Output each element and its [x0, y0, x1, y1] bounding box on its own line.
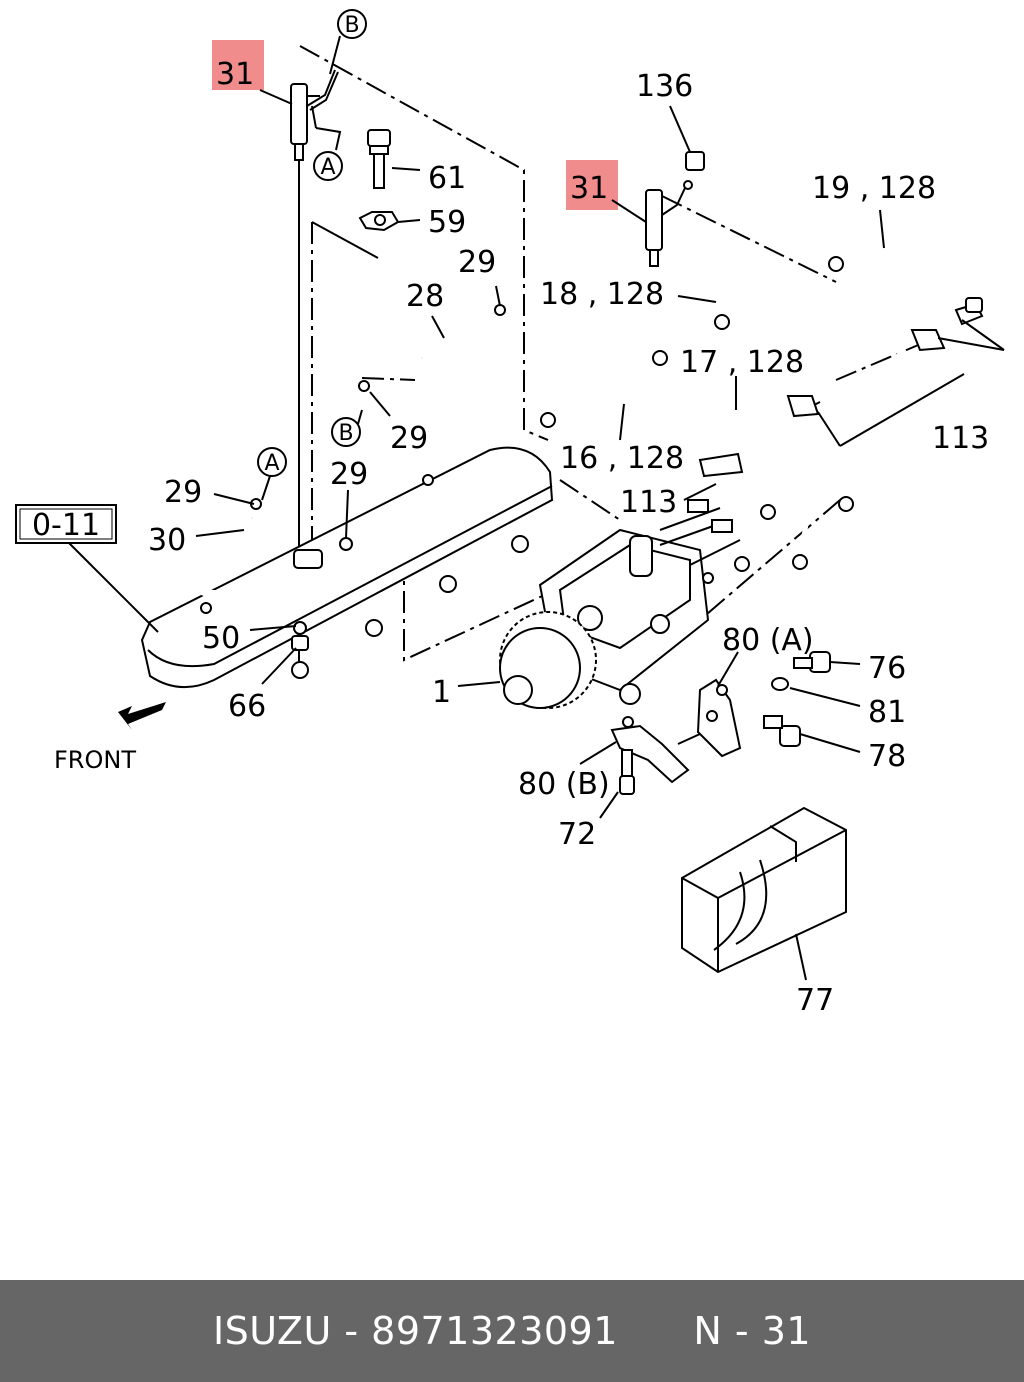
- reference-box-0-11: 0-11: [15, 504, 117, 544]
- label-81: 81: [868, 695, 906, 730]
- front-arrow-icon: [118, 702, 166, 730]
- label-72: 72: [558, 817, 596, 852]
- label-19-128: 19 , 128: [812, 171, 936, 206]
- footer-brand: ISUZU: [212, 1309, 332, 1353]
- label-28: 28: [406, 279, 444, 314]
- footer-section: N - 31: [693, 1309, 812, 1353]
- label-113-mid: 113: [620, 485, 677, 520]
- bolt-78: [763, 715, 801, 747]
- washer-59: [358, 211, 400, 232]
- outline-dash: [299, 45, 549, 441]
- bracket-80a: [696, 678, 742, 758]
- label-76: 76: [868, 651, 906, 686]
- leakoff-pipe-30: [190, 498, 353, 651]
- label-78: 78: [868, 739, 906, 774]
- hose-28: [358, 304, 506, 392]
- label-80a: 80 (A): [722, 623, 814, 658]
- label-17-128: 17 , 128: [680, 345, 804, 380]
- label-29-b: 29: [390, 421, 428, 456]
- callout-b-top: B: [337, 9, 367, 39]
- label-61: 61: [428, 161, 466, 196]
- label-front: FRONT: [54, 746, 136, 774]
- footer-bar: ISUZU - 8971323091 N - 31: [0, 1280, 1024, 1382]
- injector-right: [645, 151, 705, 267]
- label-29-a: 29: [458, 245, 496, 280]
- spacer-77: [681, 806, 847, 974]
- label-80b: 80 (B): [518, 767, 610, 802]
- injection-pump-1: [499, 499, 741, 709]
- label-30: 30: [148, 523, 186, 558]
- label-136: 136: [636, 69, 693, 104]
- label-16-128: 16 , 128: [560, 441, 684, 476]
- label-77: 77: [796, 983, 834, 1018]
- label-31-left: 31: [216, 57, 254, 92]
- leader-lines: [67, 35, 885, 981]
- highlight-31-left: [212, 40, 264, 90]
- label-31-right: 31: [570, 171, 608, 206]
- svg-text:B: B: [338, 421, 353, 446]
- label-113-right: 113: [932, 421, 989, 456]
- callout-a-mid: A: [257, 447, 287, 477]
- label-50: 50: [202, 621, 240, 656]
- label-29-c: 29: [164, 475, 202, 510]
- head-cover-0-11: [140, 446, 554, 689]
- highlight-31-right: [566, 160, 618, 210]
- label-66: 66: [228, 689, 266, 724]
- label-18-128: 18 , 128: [540, 277, 664, 312]
- footer-separator: -: [331, 1309, 372, 1353]
- label-1: 1: [432, 675, 451, 710]
- clamp-113: [698, 297, 1005, 478]
- svg-text:A: A: [320, 155, 335, 180]
- washer-81: [771, 677, 789, 691]
- svg-text:0-11: 0-11: [32, 508, 100, 543]
- svg-text:B: B: [344, 13, 359, 38]
- bracket-80b: [610, 716, 690, 784]
- label-59: 59: [428, 205, 466, 240]
- bolt-61: [367, 129, 391, 189]
- label-29-d: 29: [330, 457, 368, 492]
- svg-text:A: A: [264, 451, 279, 476]
- bolt-72: [619, 749, 635, 795]
- parts-diagram: B A B A 0-11 31 31 61 59 136 19 , 128 18…: [15, 9, 1005, 1018]
- callout-a-top: A: [313, 151, 343, 181]
- footer-part-number: 8971323091: [371, 1309, 618, 1353]
- callout-b-mid: B: [331, 417, 361, 447]
